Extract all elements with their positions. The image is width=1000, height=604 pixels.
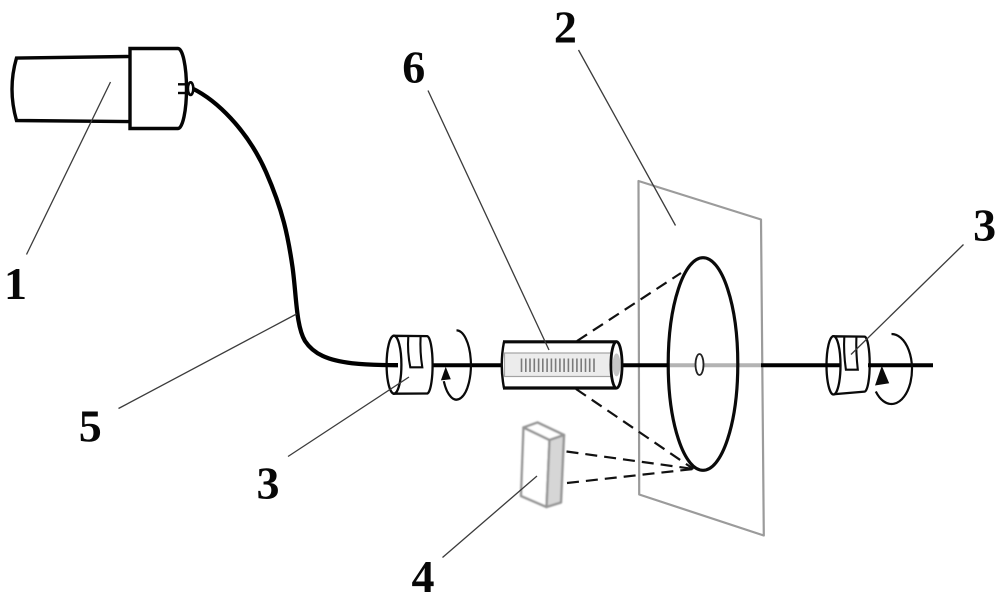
detector-box — [519, 421, 566, 509]
laser-body — [10, 54, 137, 124]
fiber-rotator-left — [385, 334, 434, 395]
label-rotator-right: 3 — [973, 200, 996, 251]
leader-lines — [25, 49, 964, 558]
laser-source — [10, 46, 195, 131]
label-detector: 4 — [412, 551, 435, 602]
rotator-right-slot — [843, 336, 859, 371]
leader-fiber — [118, 313, 297, 410]
label-screen: 2 — [554, 2, 577, 53]
label-fiber: 5 — [79, 401, 102, 452]
leader-laser — [25, 81, 112, 255]
beam-line-detector-top — [566, 450, 694, 471]
laser-connector-tip — [186, 80, 195, 97]
fiber-grating-device — [500, 340, 624, 390]
beam-dashed-lines — [566, 272, 695, 485]
label-laser: 1 — [4, 258, 27, 309]
detector-box-front-face — [519, 426, 551, 509]
beam-line-grating-top — [576, 272, 682, 342]
label-grating: 6 — [402, 42, 425, 93]
laser-head — [128, 46, 189, 131]
laser-connector — [178, 83, 189, 95]
ring-center-hole — [694, 353, 705, 376]
leader-grating — [427, 90, 550, 351]
beam-line-detector-bottom — [566, 467, 694, 485]
rotator-left-slot — [406, 336, 424, 369]
detector-box-side-face — [545, 433, 566, 509]
label-rotator-left: 3 — [257, 458, 280, 509]
beam-line-grating-bottom — [575, 388, 695, 470]
leader-detector — [442, 475, 538, 558]
rotation-arrowhead-right — [875, 365, 890, 386]
fiber-cable — [191, 86, 399, 368]
leader-rotator-right — [850, 244, 964, 355]
leader-screen — [577, 49, 677, 226]
rotation-arrow-left — [440, 329, 473, 401]
leader-rotator-left — [287, 376, 410, 458]
rotation-arrow-right — [874, 332, 914, 406]
grating-ticks — [520, 358, 595, 372]
rotation-arrowhead-left — [440, 366, 451, 381]
grating-band-end — [612, 353, 621, 377]
